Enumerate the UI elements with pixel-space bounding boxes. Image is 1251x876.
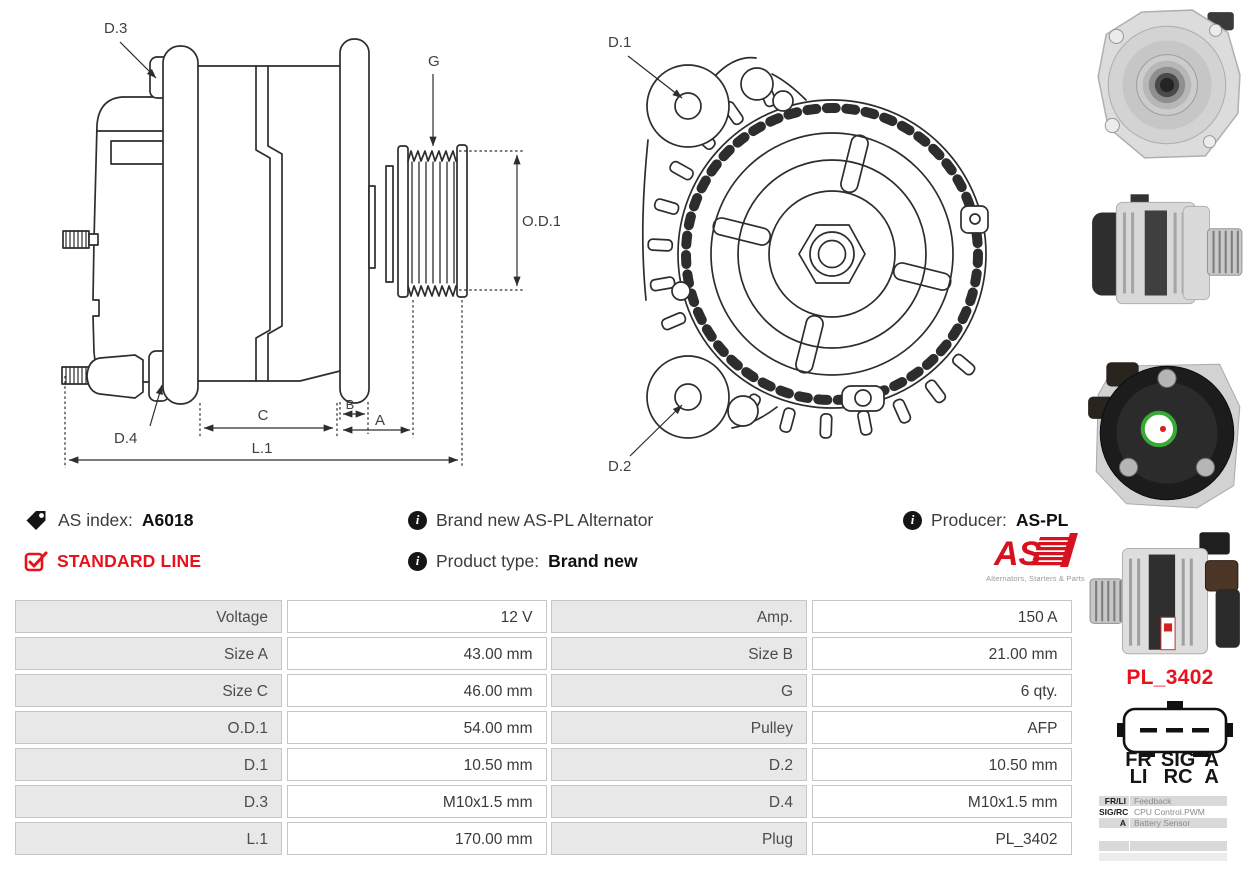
pin-label: LI: [1129, 766, 1148, 788]
product-type-value: Brand new: [548, 550, 638, 571]
product-photo-side-left: [1086, 526, 1248, 658]
plug-pin-slot: [1192, 728, 1209, 733]
legend-row: FR/LI Feedback: [1099, 796, 1227, 806]
dim-label-d1: D.1: [608, 34, 631, 51]
legend-empty-row: [1099, 841, 1227, 851]
dim-label-od1: O.D.1: [522, 213, 560, 230]
legend-spacer: [1099, 829, 1227, 841]
pin-label: A: [1204, 749, 1219, 771]
product-photo-side-right: [1086, 170, 1248, 336]
spec-value: 150 A: [811, 600, 1072, 633]
product-photo-rear: [1086, 344, 1248, 522]
legend-key: SIG/RC: [1099, 807, 1129, 817]
plug-code-title: PL_3402: [1126, 666, 1214, 689]
plug-legend-table: FR/LI Feedback SIG/RC CPU Control.PWM A …: [1099, 796, 1227, 861]
spec-value: 12 V: [286, 600, 547, 633]
pin-column: SIG RC: [1160, 749, 1196, 788]
pin-label: SIG: [1160, 749, 1196, 771]
spec-label: Amp.: [551, 600, 807, 633]
front-view-diagram: D.1 D.2: [608, 34, 989, 475]
dim-label-a: A: [375, 412, 385, 429]
legend-empty-bar: [1099, 853, 1227, 861]
producer-value: AS-PL: [1015, 509, 1069, 530]
spec-value: M10x1.5 mm: [811, 785, 1072, 818]
legend-value: Feedback: [1130, 796, 1227, 806]
brand-new-label: Brand new AS-PL Alternator: [436, 509, 654, 530]
legend-value: CPU Control.PWM: [1130, 807, 1227, 817]
pin-label: FR: [1125, 749, 1152, 771]
spec-label: L.1: [15, 822, 282, 855]
pin-column: A A: [1204, 749, 1219, 788]
product-type-row: i Product type: Brand new: [408, 548, 638, 574]
spec-value: M10x1.5 mm: [286, 785, 547, 818]
spec-value: PL_3402: [811, 822, 1072, 855]
product-photo-front: [1086, 4, 1248, 166]
spec-value: 10.50 mm: [286, 748, 547, 781]
standard-line-row: STANDARD LINE: [24, 548, 201, 574]
dim-label-d2: D.2: [608, 458, 631, 475]
spec-label: D.4: [551, 785, 807, 818]
spec-value: 46.00 mm: [286, 674, 547, 707]
side-view-diagram: D.3 D.4 G O.D.1 C B A L.1: [61, 20, 560, 468]
as-pl-logo-icon: AS: [993, 533, 1078, 573]
dim-label-b: B: [346, 397, 355, 412]
brand-new-row: i Brand new AS-PL Alternator: [408, 507, 653, 533]
pin-label: RC: [1163, 766, 1193, 788]
info-icon: i: [408, 510, 427, 530]
spec-label: Voltage: [15, 600, 282, 633]
spec-value: 21.00 mm: [811, 637, 1072, 670]
spec-label: O.D.1: [15, 711, 282, 744]
dim-label-l1: L.1: [252, 440, 273, 457]
spec-value: 170.00 mm: [286, 822, 547, 855]
plug-pin-slot: [1166, 728, 1183, 733]
product-type-label: Product type:: [436, 550, 540, 571]
spec-label: Size B: [551, 637, 807, 670]
info-icon: i: [903, 510, 922, 530]
producer-row: i Producer: AS-PL: [903, 507, 1068, 533]
pin-column: FR LI: [1125, 749, 1152, 788]
as-logo-text: AS: [993, 535, 1042, 573]
legend-key: FR/LI: [1099, 796, 1129, 806]
spec-table: Voltage 12 V Amp. 150 A Size A 43.00 mm …: [15, 600, 1072, 855]
spec-label: G: [551, 674, 807, 707]
plug-connector-diagram: [1117, 701, 1233, 757]
as-index-label: AS index:: [58, 509, 133, 530]
spec-value: 6 qty.: [811, 674, 1072, 707]
plug-pin-labels: FR LI SIG RC A A: [1103, 749, 1241, 788]
dim-label-c: C: [258, 407, 269, 424]
as-index-row: AS index: A6018: [24, 507, 193, 533]
dim-label-d4: D.4: [114, 430, 137, 447]
spec-label: D.1: [15, 748, 282, 781]
legend-row: SIG/RC CPU Control.PWM: [1099, 807, 1227, 817]
spec-label: D.2: [551, 748, 807, 781]
pin-label: A: [1204, 766, 1219, 788]
spec-label: Plug: [551, 822, 807, 855]
spec-value: 54.00 mm: [286, 711, 547, 744]
spec-label: Size C: [15, 674, 282, 707]
spec-value: AFP: [811, 711, 1072, 744]
spec-value: 43.00 mm: [286, 637, 547, 670]
plug-pin-slot: [1140, 728, 1157, 733]
as-logo-caption: Alternators, Starters & Parts: [986, 574, 1085, 583]
spec-label: Size A: [15, 637, 282, 670]
as-index-value: A6018: [141, 509, 194, 530]
legend-value: Battery Sensor: [1130, 818, 1227, 828]
legend-key: A: [1099, 818, 1129, 828]
standard-line-label: STANDARD LINE: [57, 550, 202, 571]
tag-icon: [26, 510, 46, 530]
spec-value: 10.50 mm: [811, 748, 1072, 781]
spec-label: Pulley: [551, 711, 807, 744]
dim-label-d3: D.3: [104, 20, 127, 37]
spec-label: D.3: [15, 785, 282, 818]
producer-label: Producer:: [931, 509, 1007, 530]
checked-checkbox-icon: [24, 551, 48, 571]
dim-label-g: G: [428, 53, 440, 70]
legend-row: A Battery Sensor: [1099, 818, 1227, 828]
info-icon: i: [408, 551, 427, 571]
as-pl-logo: AS Alternators, Starters & Parts: [986, 531, 1085, 583]
